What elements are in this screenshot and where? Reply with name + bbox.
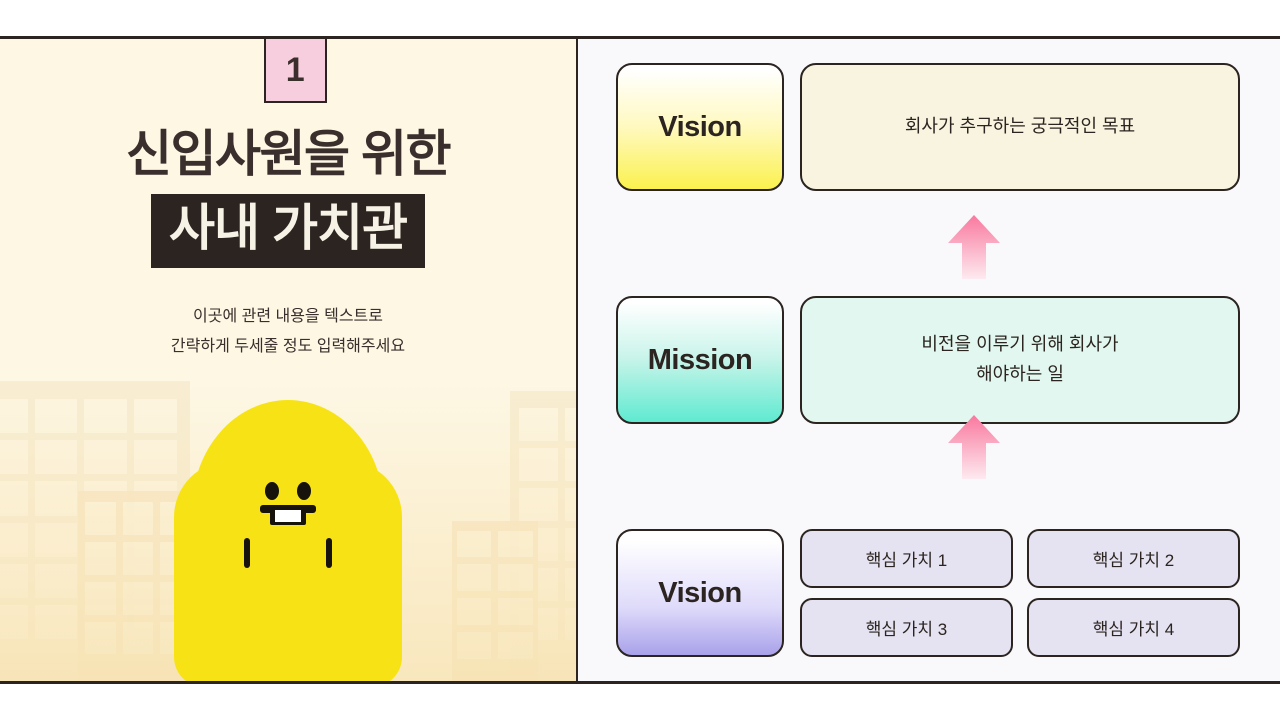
mission-content-line2: 해야하는 일 bbox=[976, 364, 1064, 384]
mission-content-box[interactable]: 비전을 이루기 위해 회사가 해야하는 일 bbox=[800, 296, 1240, 424]
right-diagram-panel: Vision 회사가 추구하는 궁극적인 목표 Mission 비전을 이루기 … bbox=[578, 39, 1280, 681]
subtitle-block: 이곳에 관련 내용을 텍스트로 간략하게 두세줄 정도 입력해주세요 bbox=[0, 302, 576, 363]
core-values-grid: 핵심 가치 1 핵심 가치 2 핵심 가치 3 핵심 가치 4 bbox=[800, 529, 1240, 657]
page-title-highlight-wrap: 사내 가치관 bbox=[151, 194, 425, 268]
diagram-row-vision: Vision 회사가 추구하는 궁극적인 목표 bbox=[616, 63, 1240, 191]
core-value-text-3: 핵심 가치 3 bbox=[865, 620, 948, 639]
core-value-cell-3[interactable]: 핵심 가치 3 bbox=[800, 598, 1013, 657]
core-value-text-2: 핵심 가치 2 bbox=[1092, 551, 1175, 570]
subtitle-line2: 간략하게 두세줄 정도 입력해주세요 bbox=[170, 337, 406, 355]
page-title-line2: 사내 가치관 bbox=[151, 194, 425, 268]
core-value-cell-1[interactable]: 핵심 가치 1 bbox=[800, 529, 1013, 588]
vision-label-text: Vision bbox=[658, 110, 742, 143]
left-title-panel: 1 신입사원을 위한 사내 가치관 이곳에 관련 내용을 텍스트로 간략하게 두… bbox=[0, 39, 578, 681]
title-block: 신입사원을 위한 사내 가치관 이곳에 관련 내용을 텍스트로 간략하게 두세줄… bbox=[0, 127, 576, 362]
core-value-cell-2[interactable]: 핵심 가치 2 bbox=[1027, 529, 1240, 588]
vision-label-box[interactable]: Vision bbox=[616, 63, 784, 191]
slide-number-badge: 1 bbox=[264, 39, 327, 103]
mission-content-line1: 비전을 이루기 위해 회사가 bbox=[921, 334, 1119, 355]
core-values-label-text: Vision bbox=[658, 576, 742, 609]
vision-content-text: 회사가 추구하는 궁극적인 목표 bbox=[904, 116, 1136, 137]
subtitle-line1: 이곳에 관련 내용을 텍스트로 bbox=[193, 307, 383, 325]
mascot-illustration bbox=[78, 392, 498, 681]
mission-label-box[interactable]: Mission bbox=[616, 296, 784, 424]
slide-frame: 1 신입사원을 위한 사내 가치관 이곳에 관련 내용을 텍스트로 간략하게 두… bbox=[0, 36, 1280, 684]
core-value-text-1: 핵심 가치 1 bbox=[865, 551, 948, 570]
mission-content-text: 비전을 이루기 위해 회사가 해야하는 일 bbox=[921, 330, 1118, 389]
diagram-row-core-values: Vision 핵심 가치 1 핵심 가치 2 핵심 가치 3 핵심 가치 4 bbox=[616, 529, 1240, 657]
slide-number-text: 1 bbox=[285, 51, 306, 89]
page-title-line1: 신입사원을 위한 bbox=[126, 126, 451, 182]
core-value-text-4: 핵심 가치 4 bbox=[1092, 620, 1175, 639]
core-values-label-box[interactable]: Vision bbox=[616, 529, 784, 657]
mascot-eye-right bbox=[297, 482, 311, 500]
vision-content-box[interactable]: 회사가 추구하는 궁극적인 목표 bbox=[800, 63, 1240, 191]
mascot-eye-left bbox=[265, 482, 279, 500]
mission-label-text: Mission bbox=[647, 343, 753, 376]
arrow-mission-to-vision-icon bbox=[944, 213, 1004, 279]
diagram-row-mission: Mission 비전을 이루기 위해 회사가 해야하는 일 bbox=[616, 296, 1240, 424]
core-value-cell-4[interactable]: 핵심 가치 4 bbox=[1027, 598, 1240, 657]
